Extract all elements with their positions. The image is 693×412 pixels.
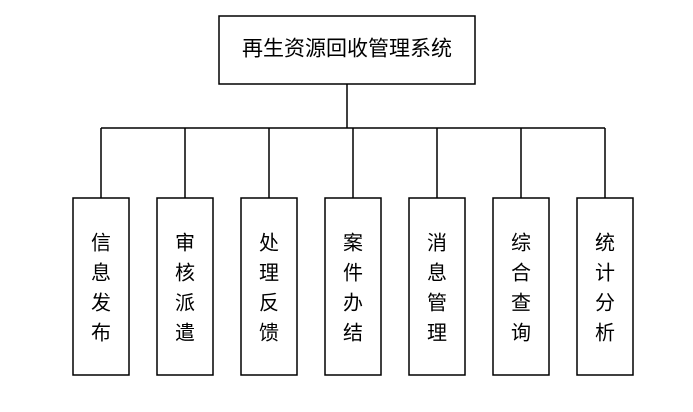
child-node: 审核派遣 [156, 197, 214, 376]
child-node-label: 信息发布 [91, 231, 111, 345]
child-node-box [240, 197, 298, 376]
child-node-label: 案件办结 [343, 231, 363, 345]
child-node-box [324, 197, 382, 376]
child-node-label: 综合查询 [511, 231, 531, 345]
child-node-label: 统计分析 [595, 231, 615, 345]
child-node: 案件办结 [324, 197, 382, 376]
child-node: 综合查询 [492, 197, 550, 376]
connector-lines [100, 84, 606, 198]
child-nodes: 信息发布 审核派遣 处理反馈 案件办结 消息管理 综合查询 统计分析 [72, 197, 634, 376]
child-node: 处理反馈 [240, 197, 298, 376]
child-node-box [492, 197, 550, 376]
child-node: 统计分析 [576, 197, 634, 376]
child-node-box [408, 197, 466, 376]
root-node-label: 再生资源回收管理系统 [242, 37, 452, 61]
root-node: 再生资源回收管理系统 [218, 15, 476, 85]
child-node-box [576, 197, 634, 376]
child-node-label: 处理反馈 [259, 231, 279, 345]
root-node-box [218, 15, 476, 85]
child-node-box [156, 197, 214, 376]
child-node-label: 审核派遣 [175, 231, 195, 345]
child-node-label: 消息管理 [427, 231, 447, 345]
child-node-box [72, 197, 130, 376]
child-node: 信息发布 [72, 197, 130, 376]
child-node: 消息管理 [408, 197, 466, 376]
